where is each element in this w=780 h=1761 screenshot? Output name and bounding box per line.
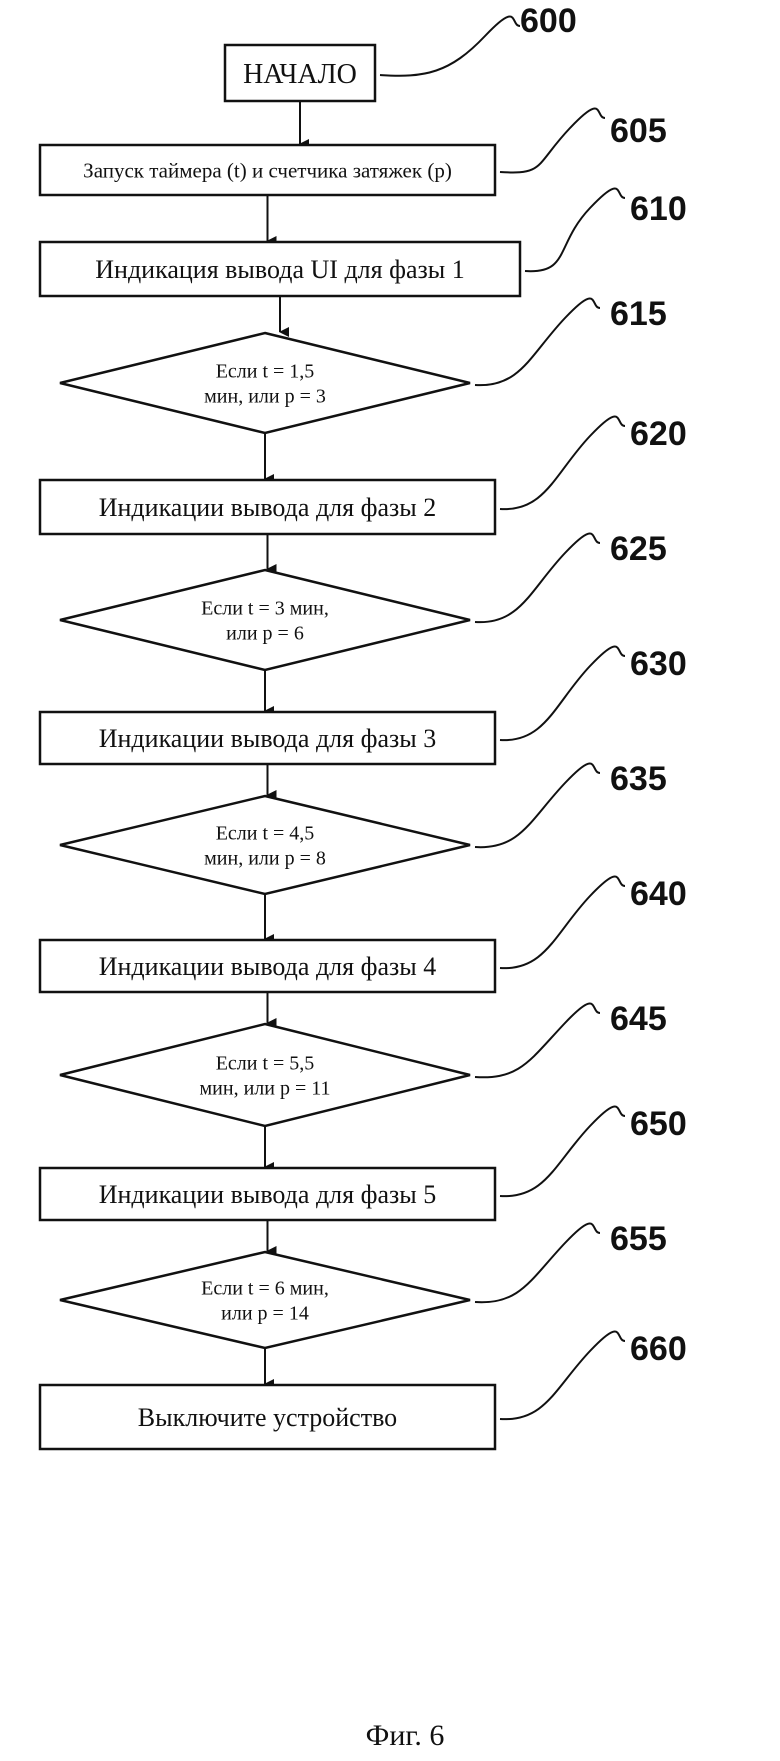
node-label: Если t = 5,5 [216, 1053, 315, 1075]
node-label: Выключите устройство [138, 1403, 397, 1432]
leader-line [500, 1106, 625, 1196]
node-phase4: Индикации вывода для фазы 4 [40, 940, 495, 992]
node-cond5: Если t = 6 мин, или p = 14 [60, 1252, 470, 1348]
leader-line [500, 876, 625, 968]
node-init: Запуск таймера (t) и счетчика затяжек (p… [40, 145, 495, 195]
leader-line [500, 108, 605, 172]
reference-numeral: 630 [630, 645, 687, 683]
node-cond3: Если t = 4,5 мин, или p = 8 [60, 796, 470, 894]
leader-line [475, 1003, 600, 1077]
leader-line [500, 416, 625, 509]
node-phase3: Индикации вывода для фазы 3 [40, 712, 495, 764]
node-label: Если t = 6 мин, [201, 1278, 329, 1300]
node-cond1: Если t = 1,5 мин, или p = 3 [60, 333, 470, 433]
node-label: мин, или p = 11 [200, 1078, 331, 1100]
node-label: Индикация вывода UI для фазы 1 [95, 255, 464, 284]
reference-numeral: 655 [610, 1220, 667, 1258]
node-label: Индикации вывода для фазы 3 [99, 724, 437, 753]
node-cond2: Если t = 3 мин, или p = 6 [60, 570, 470, 670]
reference-numeral: 645 [610, 1000, 667, 1038]
leader-line [500, 1331, 625, 1419]
decision-diamond [60, 333, 470, 433]
reference-numeral: 615 [610, 295, 667, 333]
node-label: Если t = 3 мин, [201, 598, 329, 620]
leader-line [525, 188, 625, 271]
node-label: НАЧАЛО [243, 59, 357, 90]
node-start: НАЧАЛО [225, 45, 375, 101]
leader-line [475, 298, 600, 385]
leader-line [475, 533, 600, 622]
node-label: или p = 6 [226, 623, 304, 645]
node-label: Запуск таймера (t) и счетчика затяжек (p… [83, 158, 452, 182]
node-phase5: Индикации вывода для фазы 5 [40, 1168, 495, 1220]
leader-line [475, 763, 600, 847]
reference-numeral: 625 [610, 530, 667, 568]
flow-nodes: НАЧАЛО Запуск таймера (t) и счетчика затя… [40, 45, 520, 1449]
reference-numeral: 640 [630, 875, 687, 913]
decision-diamond [60, 1024, 470, 1126]
node-label: Если t = 1,5 [216, 361, 315, 383]
reference-numeral: 660 [630, 1330, 687, 1368]
figure-caption: Фиг. 6 [366, 1719, 445, 1752]
node-phase2: Индикации вывода для фазы 2 [40, 480, 495, 534]
node-label: или p = 14 [221, 1303, 309, 1325]
reference-numeral: 600 [520, 2, 577, 40]
node-label: Если t = 4,5 [216, 823, 315, 845]
decision-diamond [60, 570, 470, 670]
leader-line [475, 1223, 600, 1302]
node-phase1: Индикация вывода UI для фазы 1 [40, 242, 520, 296]
decision-diamond [60, 1252, 470, 1348]
node-label: Индикации вывода для фазы 4 [99, 952, 437, 981]
node-label: мин, или p = 8 [204, 848, 326, 870]
node-off: Выключите устройство [40, 1385, 495, 1449]
reference-numeral: 610 [630, 190, 687, 228]
node-label: Индикации вывода для фазы 2 [99, 493, 437, 522]
reference-numeral: 650 [630, 1105, 687, 1143]
leader-line [380, 16, 520, 75]
reference-numeral: 635 [610, 760, 667, 798]
reference-numeral: 605 [610, 112, 667, 150]
leader-line [500, 646, 625, 740]
decision-diamond [60, 796, 470, 894]
reference-numeral: 620 [630, 415, 687, 453]
node-label: мин, или p = 3 [204, 386, 326, 408]
node-label: Индикации вывода для фазы 5 [99, 1180, 437, 1209]
node-cond4: Если t = 5,5 мин, или p = 11 [60, 1024, 470, 1126]
